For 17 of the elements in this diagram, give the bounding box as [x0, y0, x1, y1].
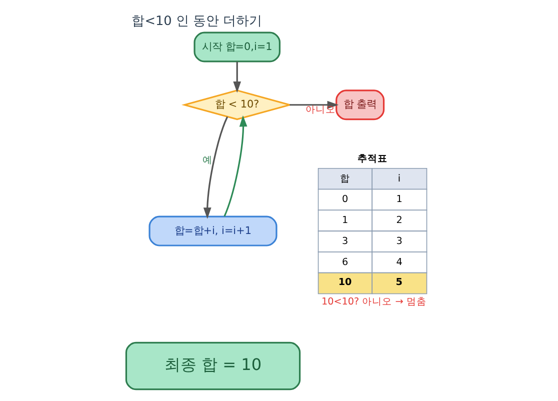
edge-label: 아니오 [304, 104, 335, 116]
label: 1 [341, 215, 348, 226]
label: 0 [341, 194, 348, 206]
edge-label: 예 [202, 154, 212, 166]
label: i [397, 173, 400, 184]
label: 10<10? 아니오 → 멈춤 [320, 296, 426, 308]
label: 3 [396, 236, 402, 247]
label: 2 [396, 215, 402, 226]
label: 합 [339, 173, 350, 184]
label: 1 [396, 194, 402, 206]
label: 추적표 [357, 154, 388, 165]
label: 10 [338, 276, 352, 288]
diagram-title: 합<10 인 동안 더하기 [131, 14, 262, 30]
label: 5 [395, 276, 402, 288]
label: 3 [341, 236, 348, 247]
label: 6 [341, 256, 348, 268]
label: 4 [396, 256, 402, 268]
